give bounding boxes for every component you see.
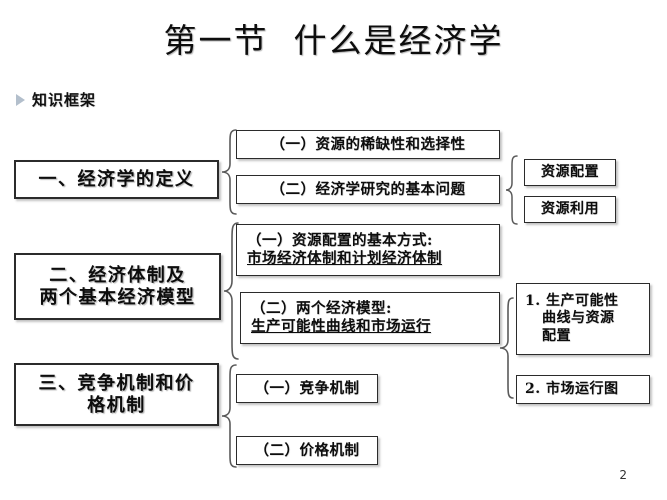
sub-2-2-box[interactable]: （二）两个经济模型: 生产可能性曲线和市场运行 [240,292,500,344]
detail-2-1-box[interactable]: 1. 生产可能性 曲线与资源 配置 [516,283,650,355]
brace-section-1 [219,128,239,216]
sub-3-1-line-1: （一）竞争机制 [254,379,360,397]
section-2-heading-line-1: 二、经济体制及 [49,264,186,286]
section-2-heading-box[interactable]: 二、经济体制及 两个基本经济模型 [14,253,221,320]
sub-3-2-line-1: （二）价格机制 [254,441,360,459]
section-3-heading-line-1: 三、竞争机制和价 [38,372,195,394]
detail-1-1-box[interactable]: 资源配置 [524,159,616,186]
detail-2-1-line-3: 配置 [542,327,571,344]
sub-1-2-box[interactable]: （二）经济学研究的基本问题 [236,175,500,204]
brace-section-2 [221,221,241,361]
detail-1-1-line-1: 资源配置 [541,163,599,180]
section-1-heading-box[interactable]: 一、经济学的定义 [14,160,219,199]
sub-2-2-line-2: 生产可能性曲线和市场运行 [251,318,431,335]
detail-1-2-box[interactable]: 资源利用 [524,196,616,223]
sub-2-2-line-1: （二）两个经济模型: [251,300,392,318]
detail-2-2-box[interactable]: 2. 市场运行图 [516,375,650,404]
detail-1-2-line-1: 资源利用 [541,200,599,217]
brace-section-3 [219,363,239,471]
page-title: 第一节 什么是经济学 [163,21,504,60]
section-1-heading-text: 一、经济学的定义 [38,168,195,190]
sub-2-1-line-1: （一）资源配置的基本方式: [247,232,433,250]
detail-2-1-line-2: 曲线与资源 [542,310,615,327]
page-number: 2 [619,468,627,482]
triangle-right-icon [16,93,25,106]
section-3-heading-box[interactable]: 三、竞争机制和价 格机制 [14,363,219,426]
sub-3-1-box[interactable]: （一）竞争机制 [236,374,378,403]
sub-1-2-line-1: （二）经济学研究的基本问题 [270,180,466,198]
detail-2-2-line-1: 2. 市场运行图 [525,380,619,397]
sub-1-1-line-1: （一）资源的稀缺性和选择性 [270,135,466,153]
brace-detail-2 [498,296,516,400]
sub-3-2-box[interactable]: （二）价格机制 [236,436,378,465]
section-2-heading-line-2: 两个基本经济模型 [39,286,196,308]
sub-2-1-line-2: 市场经济体制和计划经济体制 [247,250,442,267]
brace-detail-1 [504,154,520,226]
bullet-label: 知识框架 [32,91,97,109]
sub-2-1-box[interactable]: （一）资源配置的基本方式: 市场经济体制和计划经济体制 [236,224,500,276]
detail-2-1-line-1: 1. 生产可能性 [525,293,619,310]
section-3-heading-line-2: 格机制 [87,394,146,416]
sub-1-1-box[interactable]: （一）资源的稀缺性和选择性 [236,130,500,159]
knowledge-framework-bullet: 知识框架 [16,89,96,110]
